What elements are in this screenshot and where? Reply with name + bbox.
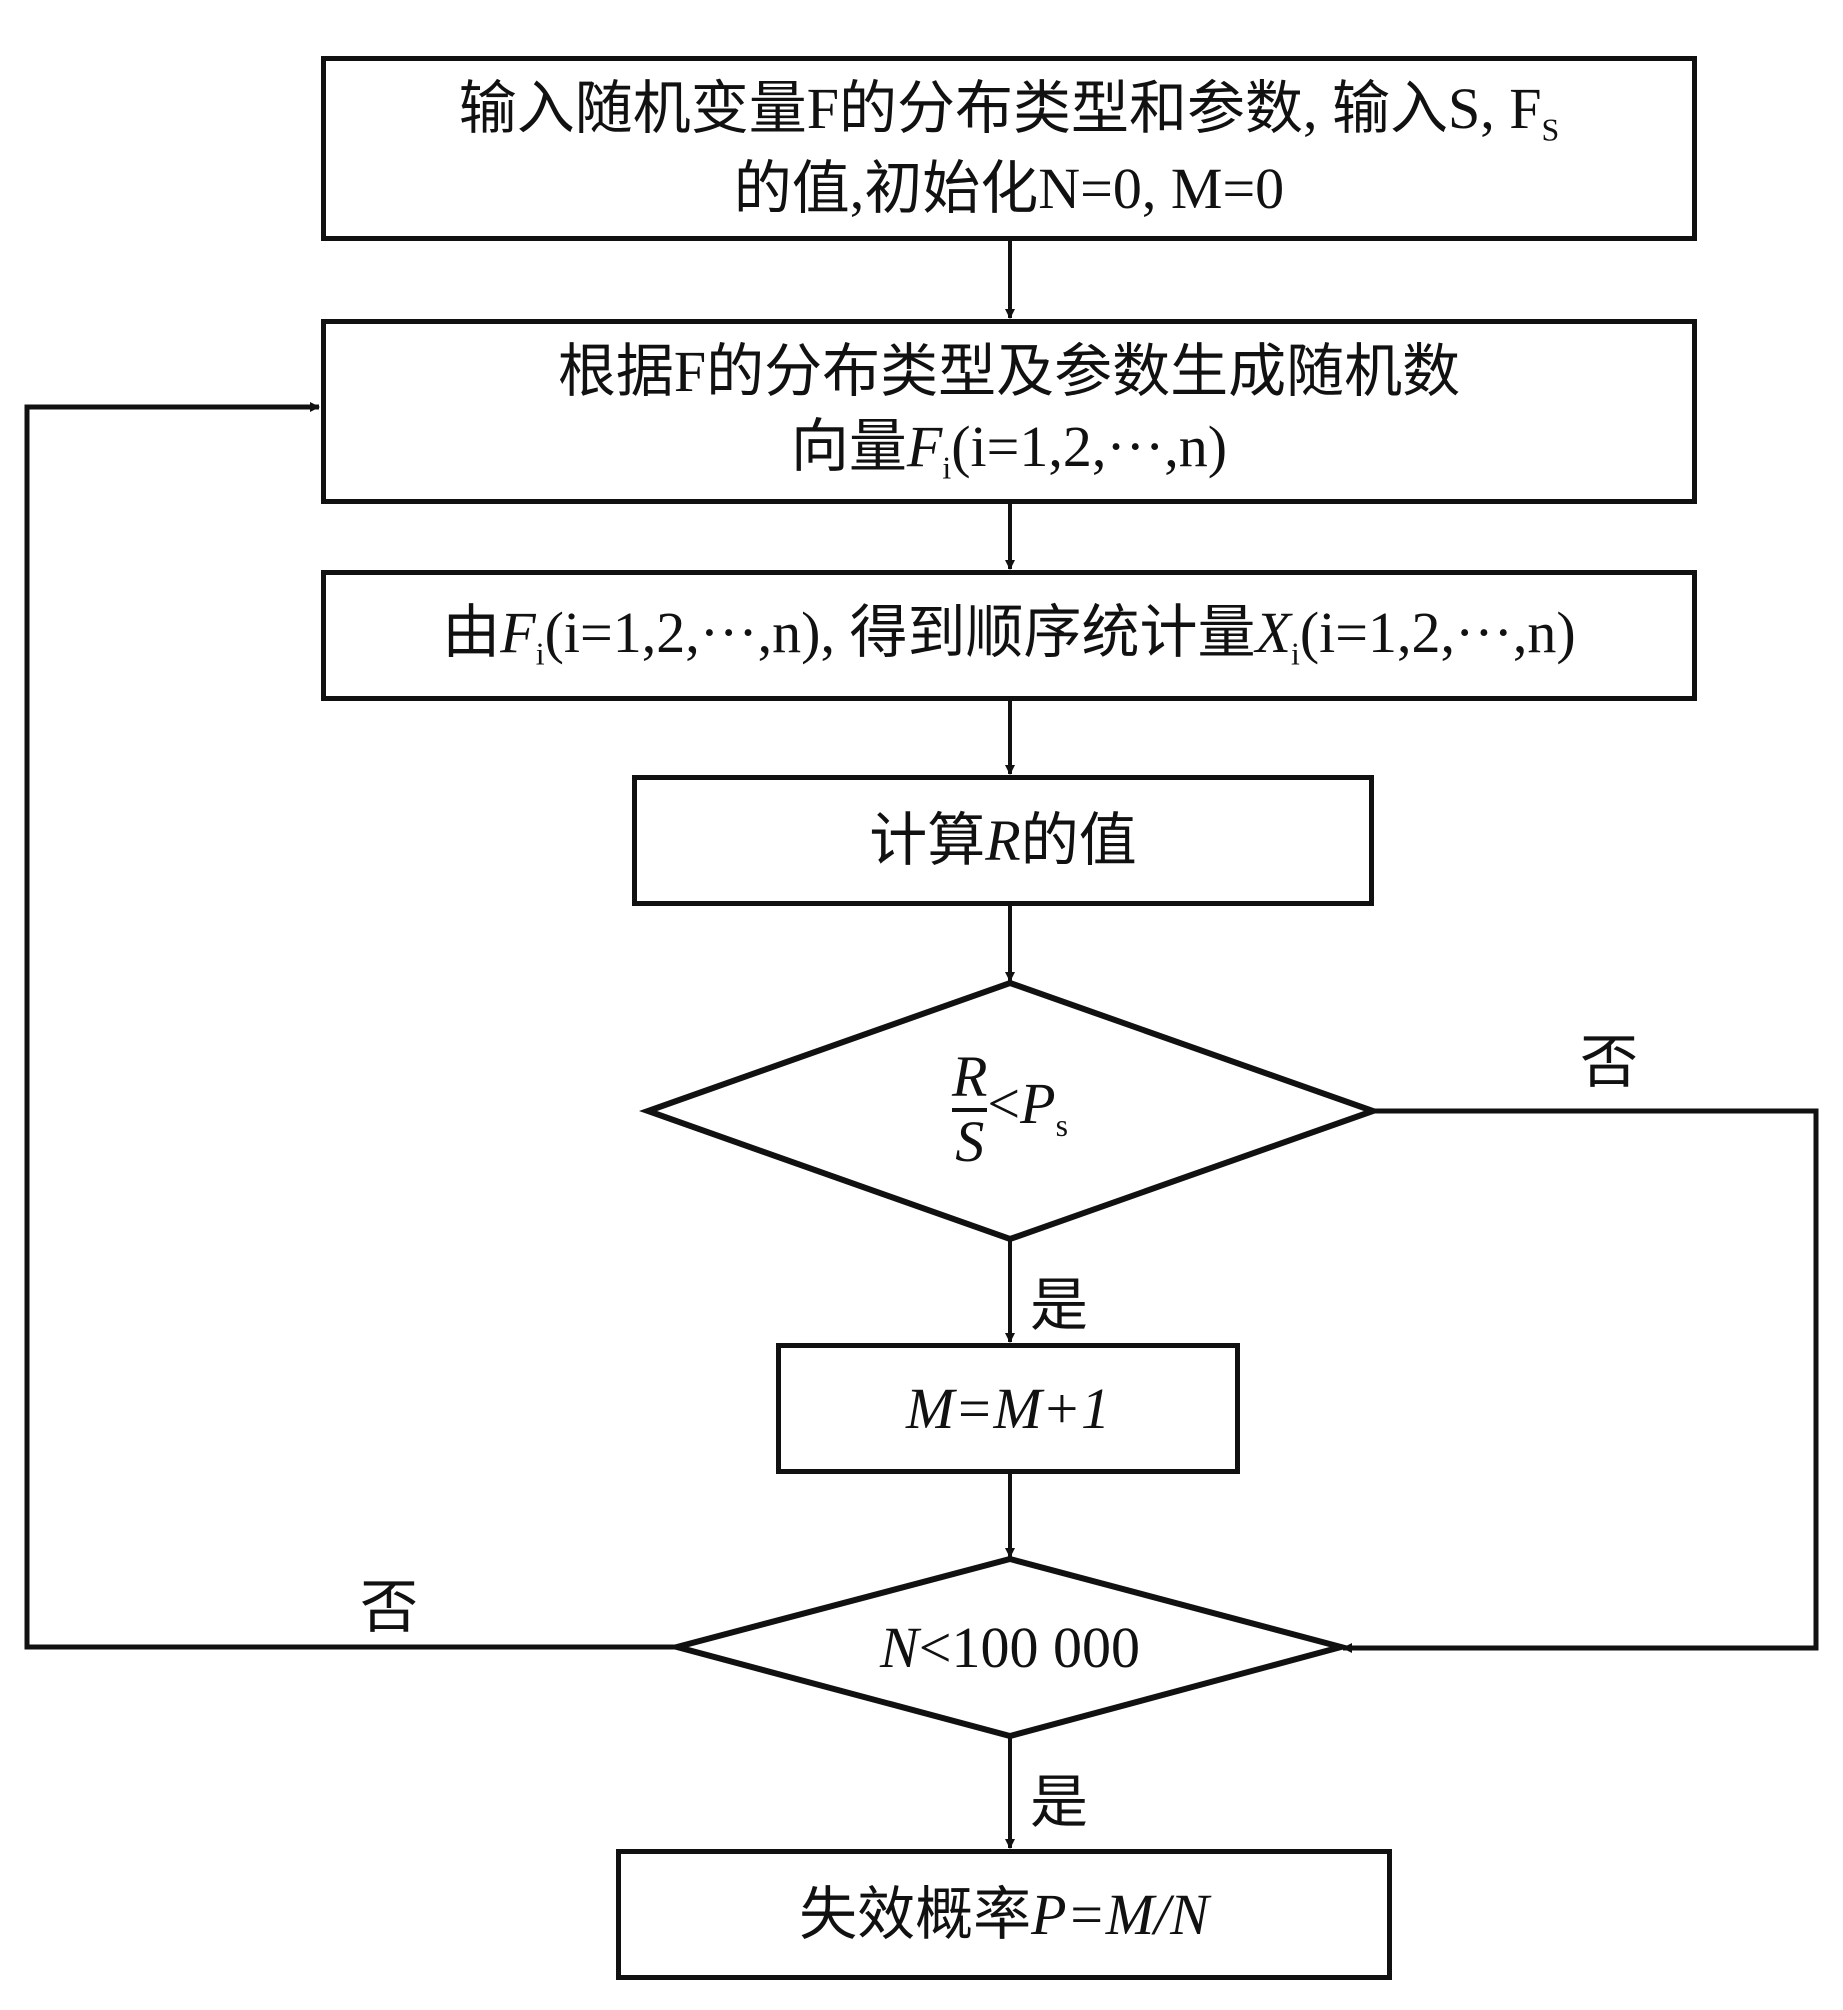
- arrow-ratio-no-loop: [1342, 1108, 1819, 1653]
- arrow-count-no-loop: [24, 402, 677, 1650]
- increment-text: M=M+1: [906, 1375, 1110, 1441]
- ratio-no-label: 否: [1580, 1030, 1639, 1095]
- compute-prefix: 计算: [869, 807, 986, 873]
- ratio-numerator: R: [951, 1044, 988, 1110]
- count-expression: N<100 000: [880, 1610, 1140, 1685]
- ratio-rhs: P: [1020, 1071, 1056, 1137]
- input-box: 输入随机变量F的分布类型和参数, 输入S, FS 的值,初始化N=0, M=0: [321, 56, 1697, 241]
- generate-sub: i: [942, 450, 952, 486]
- order-stats-text: 由Fi(i=1,2,···,n), 得到顺序统计量Xi(i=1,2,···,n): [442, 595, 1575, 675]
- ratio-rhs-sub: s: [1055, 1107, 1068, 1143]
- order-range2: (i=1,2,···,n): [1299, 600, 1576, 666]
- input-line2: 的值,初始化N=0, M=0: [733, 155, 1285, 221]
- order-sub1: i: [535, 637, 545, 673]
- order-sub2: i: [1290, 637, 1300, 673]
- generate-prefix: 向量: [790, 414, 907, 480]
- decision-ratio-shape: [639, 979, 1383, 1243]
- generate-line1: 根据F的分布类型及参数生成随机数: [557, 338, 1461, 404]
- compute-r-box: 计算R的值: [632, 775, 1374, 906]
- input-text-1: 输入随机变量F的分布类型和参数, 输入S, F: [458, 75, 1542, 141]
- result-box: 失效概率P=M/N: [616, 1849, 1392, 1980]
- ratio-denominator: S: [955, 1109, 985, 1174]
- generate-box: 根据F的分布类型及参数生成随机数 向量Fi(i=1,2,···,n): [321, 319, 1697, 504]
- generate-line2: 向量Fi(i=1,2,···,n): [791, 409, 1227, 489]
- fraction-bar: [951, 1108, 988, 1112]
- ratio-op: <: [987, 1071, 1021, 1137]
- compute-suffix: 的值: [1020, 807, 1137, 873]
- result-formula: P=M/N: [1031, 1881, 1209, 1947]
- decision-count-shape: [665, 1555, 1353, 1740]
- decision-count-label: N<100 000: [800, 1610, 1220, 1685]
- input-sub: S: [1541, 112, 1560, 148]
- increment-box: M=M+1: [776, 1343, 1240, 1474]
- order-var2: X: [1255, 600, 1291, 666]
- order-prefix: 由: [442, 600, 501, 666]
- input-line1: 输入随机变量F的分布类型和参数, 输入S, FS: [459, 71, 1560, 151]
- compute-var: R: [985, 807, 1021, 873]
- ratio-yes-label: 是: [1030, 1273, 1089, 1338]
- count-yes-label: 是: [1030, 1770, 1089, 1835]
- result-prefix: 失效概率: [799, 1881, 1032, 1947]
- generate-range: (i=1,2,···,n): [951, 414, 1228, 480]
- compute-r-text: 计算R的值: [869, 803, 1136, 878]
- generate-var: F: [906, 414, 943, 480]
- result-text: 失效概率P=M/N: [799, 1877, 1209, 1952]
- count-no-label: 否: [360, 1575, 419, 1640]
- count-text: <100 000: [918, 1614, 1140, 1680]
- order-var1: F: [500, 600, 536, 666]
- order-range1: (i=1,2,···,n), 得到顺序统计量: [544, 600, 1256, 666]
- count-var: N: [880, 1614, 919, 1680]
- order-stats-box: 由Fi(i=1,2,···,n), 得到顺序统计量Xi(i=1,2,···,n): [321, 570, 1697, 701]
